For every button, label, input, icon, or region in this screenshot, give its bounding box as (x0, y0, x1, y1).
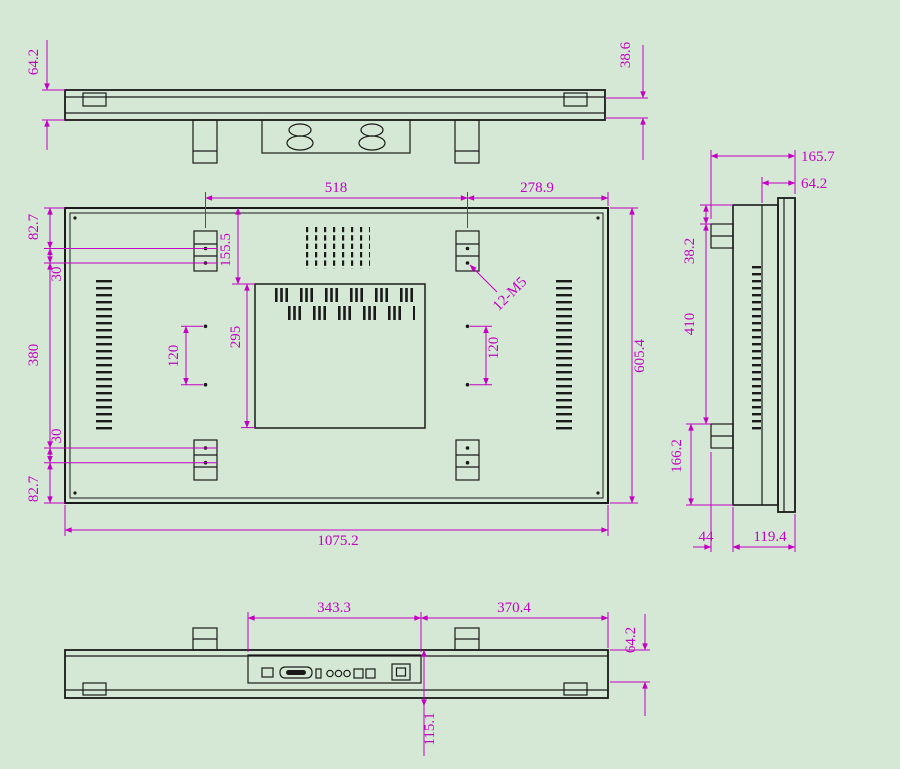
end-clip-right (563, 682, 588, 696)
mount-bracket-left (192, 119, 218, 164)
hdmi-port (315, 668, 322, 679)
dim-side-bracket-span: 410 (682, 313, 698, 336)
dim-margin-top: 82.7 (26, 213, 42, 240)
vesa-bracket-top-left (193, 230, 218, 272)
bottom-view (64, 627, 609, 699)
side-view (710, 197, 796, 513)
vesa-bracket-bottom-right (455, 439, 480, 481)
dim-bottom-thickness: 64.2 (623, 627, 639, 653)
dimension-lines (42, 40, 796, 756)
dim-pitch-left: 120 (166, 345, 182, 368)
connector-panel (247, 654, 422, 684)
dim-mount-depth: 44 (699, 529, 715, 545)
audio-jack (326, 669, 334, 678)
electronics-plate (254, 283, 426, 429)
vent-slats-right (556, 280, 572, 434)
dim-body-depth: 64.2 (801, 176, 827, 192)
dimension-labels: 64.2 38.6 518 278.9 155.5 295 120 120 12… (26, 41, 835, 745)
ethernet-port-inner (395, 667, 407, 677)
dim-panel-to-edge: 370.4 (497, 600, 531, 616)
dim-overall-depth: 165.7 (801, 149, 835, 165)
end-clip-right (563, 92, 588, 107)
dim-overall-height: 605.4 (632, 339, 648, 373)
io-ports (261, 663, 411, 681)
ethernet-port (391, 663, 411, 681)
pitch-hole (465, 324, 470, 329)
dim-side-top-offset: 38.2 (682, 238, 698, 264)
side-vents (752, 266, 761, 432)
end-clip-left (82, 92, 107, 107)
power-port (261, 667, 274, 678)
vent-slats-left (96, 280, 112, 434)
audio-jack (334, 669, 343, 678)
dim-margin-bottom: 82.7 (26, 475, 42, 502)
plate-vent-row1 (264, 288, 414, 302)
pitch-hole (203, 382, 208, 387)
dim-port-offset: 115.1 (422, 712, 438, 745)
dim-pitch-top: 30 (49, 267, 65, 282)
end-clip-left (82, 682, 107, 696)
back-view (64, 207, 609, 504)
dim-plate-offset: 155.5 (218, 233, 234, 267)
dim-thread-callout: 12-M5 (490, 274, 530, 314)
mount-bracket-right (454, 119, 480, 164)
dim-pitch-bottom: 30 (49, 429, 65, 444)
dim-side-bottom-offset: 166.2 (669, 439, 685, 473)
dim-bracket-span: 380 (26, 344, 42, 367)
usb-port (353, 668, 364, 679)
vga-port (279, 666, 313, 679)
vent-grid-top (306, 227, 370, 269)
dim-plate-height: 295 (228, 326, 244, 349)
dim-mount-span: 518 (325, 180, 348, 196)
plate-vent-row2 (276, 306, 415, 320)
usb-port (365, 668, 376, 679)
dim-pitch-right: 120 (486, 337, 502, 360)
pitch-hole (203, 324, 208, 329)
front-panel (777, 197, 796, 513)
dim-overall-width: 1075.2 (317, 533, 358, 549)
rear-cover (732, 204, 779, 506)
dim-top-overall-thickness: 64.2 (26, 49, 42, 75)
pitch-hole (465, 382, 470, 387)
vesa-bracket-bottom-left (193, 439, 218, 481)
center-bracket (261, 119, 411, 154)
dim-port-panel-width: 343.3 (317, 600, 351, 616)
top-view (64, 89, 606, 164)
dim-mount-to-edge: 278.9 (520, 180, 554, 196)
dim-front-depth: 119.4 (753, 529, 787, 545)
vesa-bracket-top-right (455, 230, 480, 272)
audio-jack (343, 669, 351, 678)
dim-top-front-thickness: 38.6 (618, 41, 634, 68)
